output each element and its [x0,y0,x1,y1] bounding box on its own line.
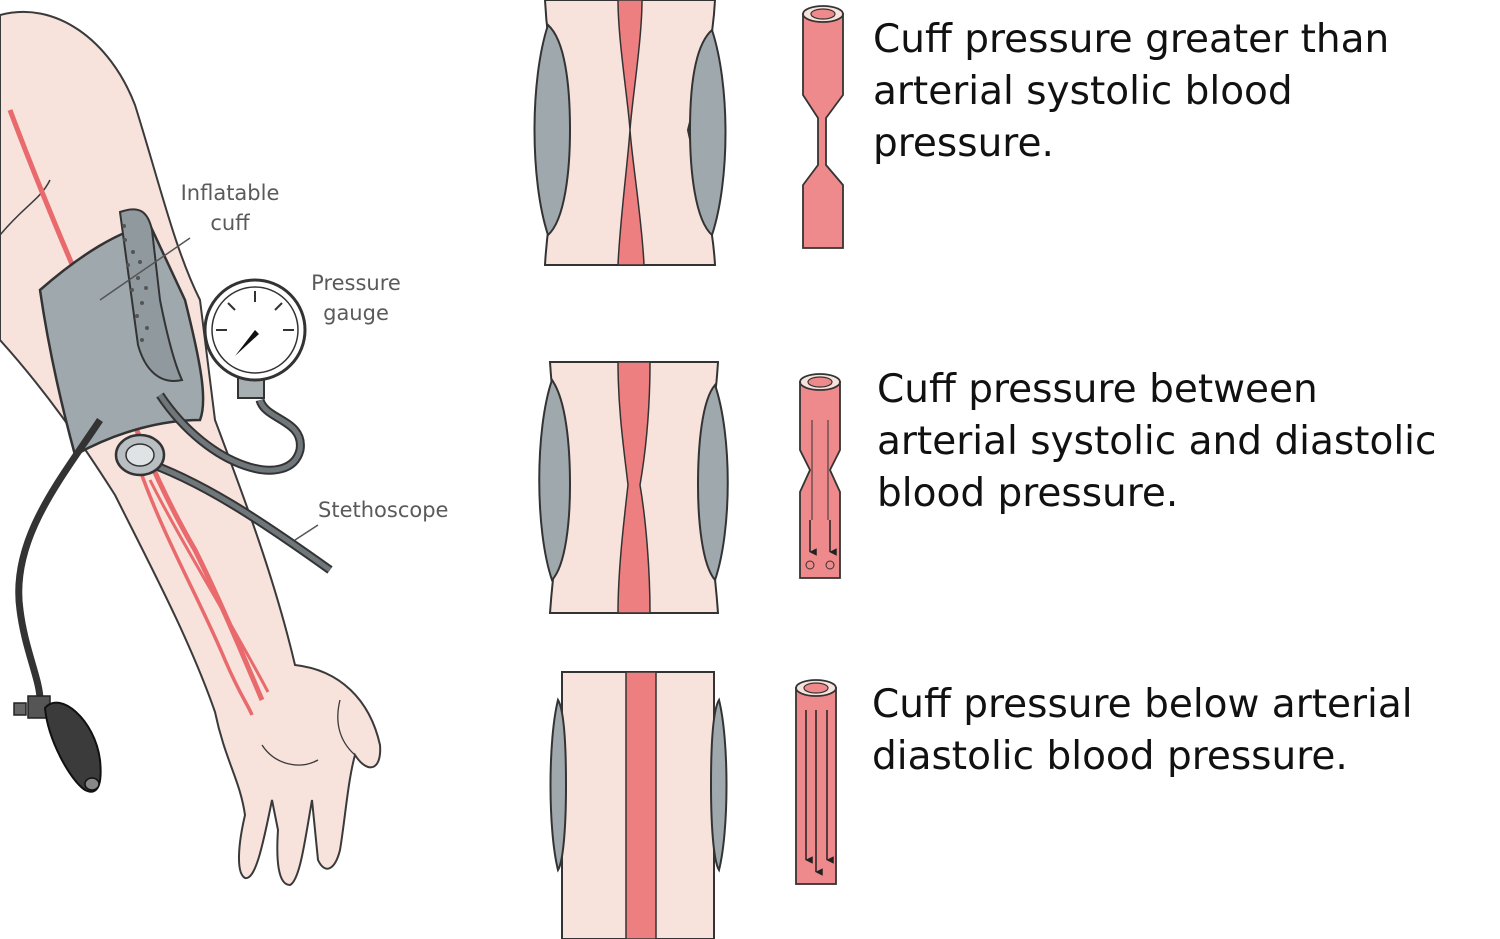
stethoscope-tube-inner [139,457,332,573]
bulb-tube [15,418,103,701]
panel-3-cuff-right [709,697,728,873]
pressure-gauge-label-line-2: gauge [323,301,389,325]
pressure-gauge-label: Pressure gauge [296,268,416,328]
stethoscope-label-line-1: Stethoscope [318,498,449,522]
gauge-tube-inner [157,393,303,473]
panel-1-caption-line-2: arterial systolic blood [873,69,1293,114]
panel-3-caption-line-1: Cuff pressure below arterial [872,682,1413,727]
panel-3-artery [625,671,657,939]
cuff-pointer-line [99,237,191,301]
panel-3-cuff-left [549,697,568,873]
panel-1-artery [617,0,645,266]
panel-1-cross-section [533,0,727,266]
panel-3-caption: Cuff pressure below arterial diastolic b… [872,679,1413,783]
arm-outline [0,10,382,887]
pressure-gauge [203,278,307,399]
torso-line [0,179,51,236]
inflatable-cuff-label-line-2: cuff [210,211,250,235]
arm-artery-branch [138,469,254,716]
stethoscope-head [114,433,166,477]
pressure-gauge-label-line-1: Pressure [311,271,401,295]
cuff-velcro-dots [122,224,149,342]
panel-2-caption-line-1: Cuff pressure between [877,367,1318,412]
panel-3-caption-line-2: diastolic blood pressure. [872,734,1348,779]
inflatable-cuff-label: Inflatable cuff [170,178,290,238]
panel-2-cuff-right [696,383,729,582]
gauge-needle [235,330,259,356]
panel-2-caption-line-3: blood pressure. [877,471,1179,516]
panel-2-artery [617,361,651,614]
panel-1-cuff-left [533,23,572,237]
panel-1-caption-line-1: Cuff pressure greater than [873,17,1390,62]
panel-2-vessel-icon [799,373,841,579]
cuff-flap [118,208,184,382]
panel-2-cross-section [538,361,729,614]
panel-1-caption-line-3: pressure. [873,121,1054,166]
panel-2-caption-line-2: arterial systolic and diastolic [877,419,1437,464]
stethoscope-label: Stethoscope [318,495,448,525]
inflation-bulb [13,695,102,793]
inflatable-cuff-label-line-1: Inflatable [180,181,280,205]
panel-3-vessel-icon [795,679,837,885]
panel-1-cuff-right [688,28,727,237]
stethoscope-pointer-line [294,524,319,541]
panel-1-vessel-icon [802,5,844,249]
palm-line [261,744,319,766]
panel-2-caption: Cuff pressure between arterial systolic … [877,364,1436,520]
arm-illustration [0,10,382,887]
arm-artery-branch-2 [148,479,270,693]
thumb-line [337,699,356,756]
panel-3-cross-section [549,671,728,939]
panel-2-cuff-left [538,377,572,582]
panel-1-caption: Cuff pressure greater than arterial syst… [873,14,1389,170]
